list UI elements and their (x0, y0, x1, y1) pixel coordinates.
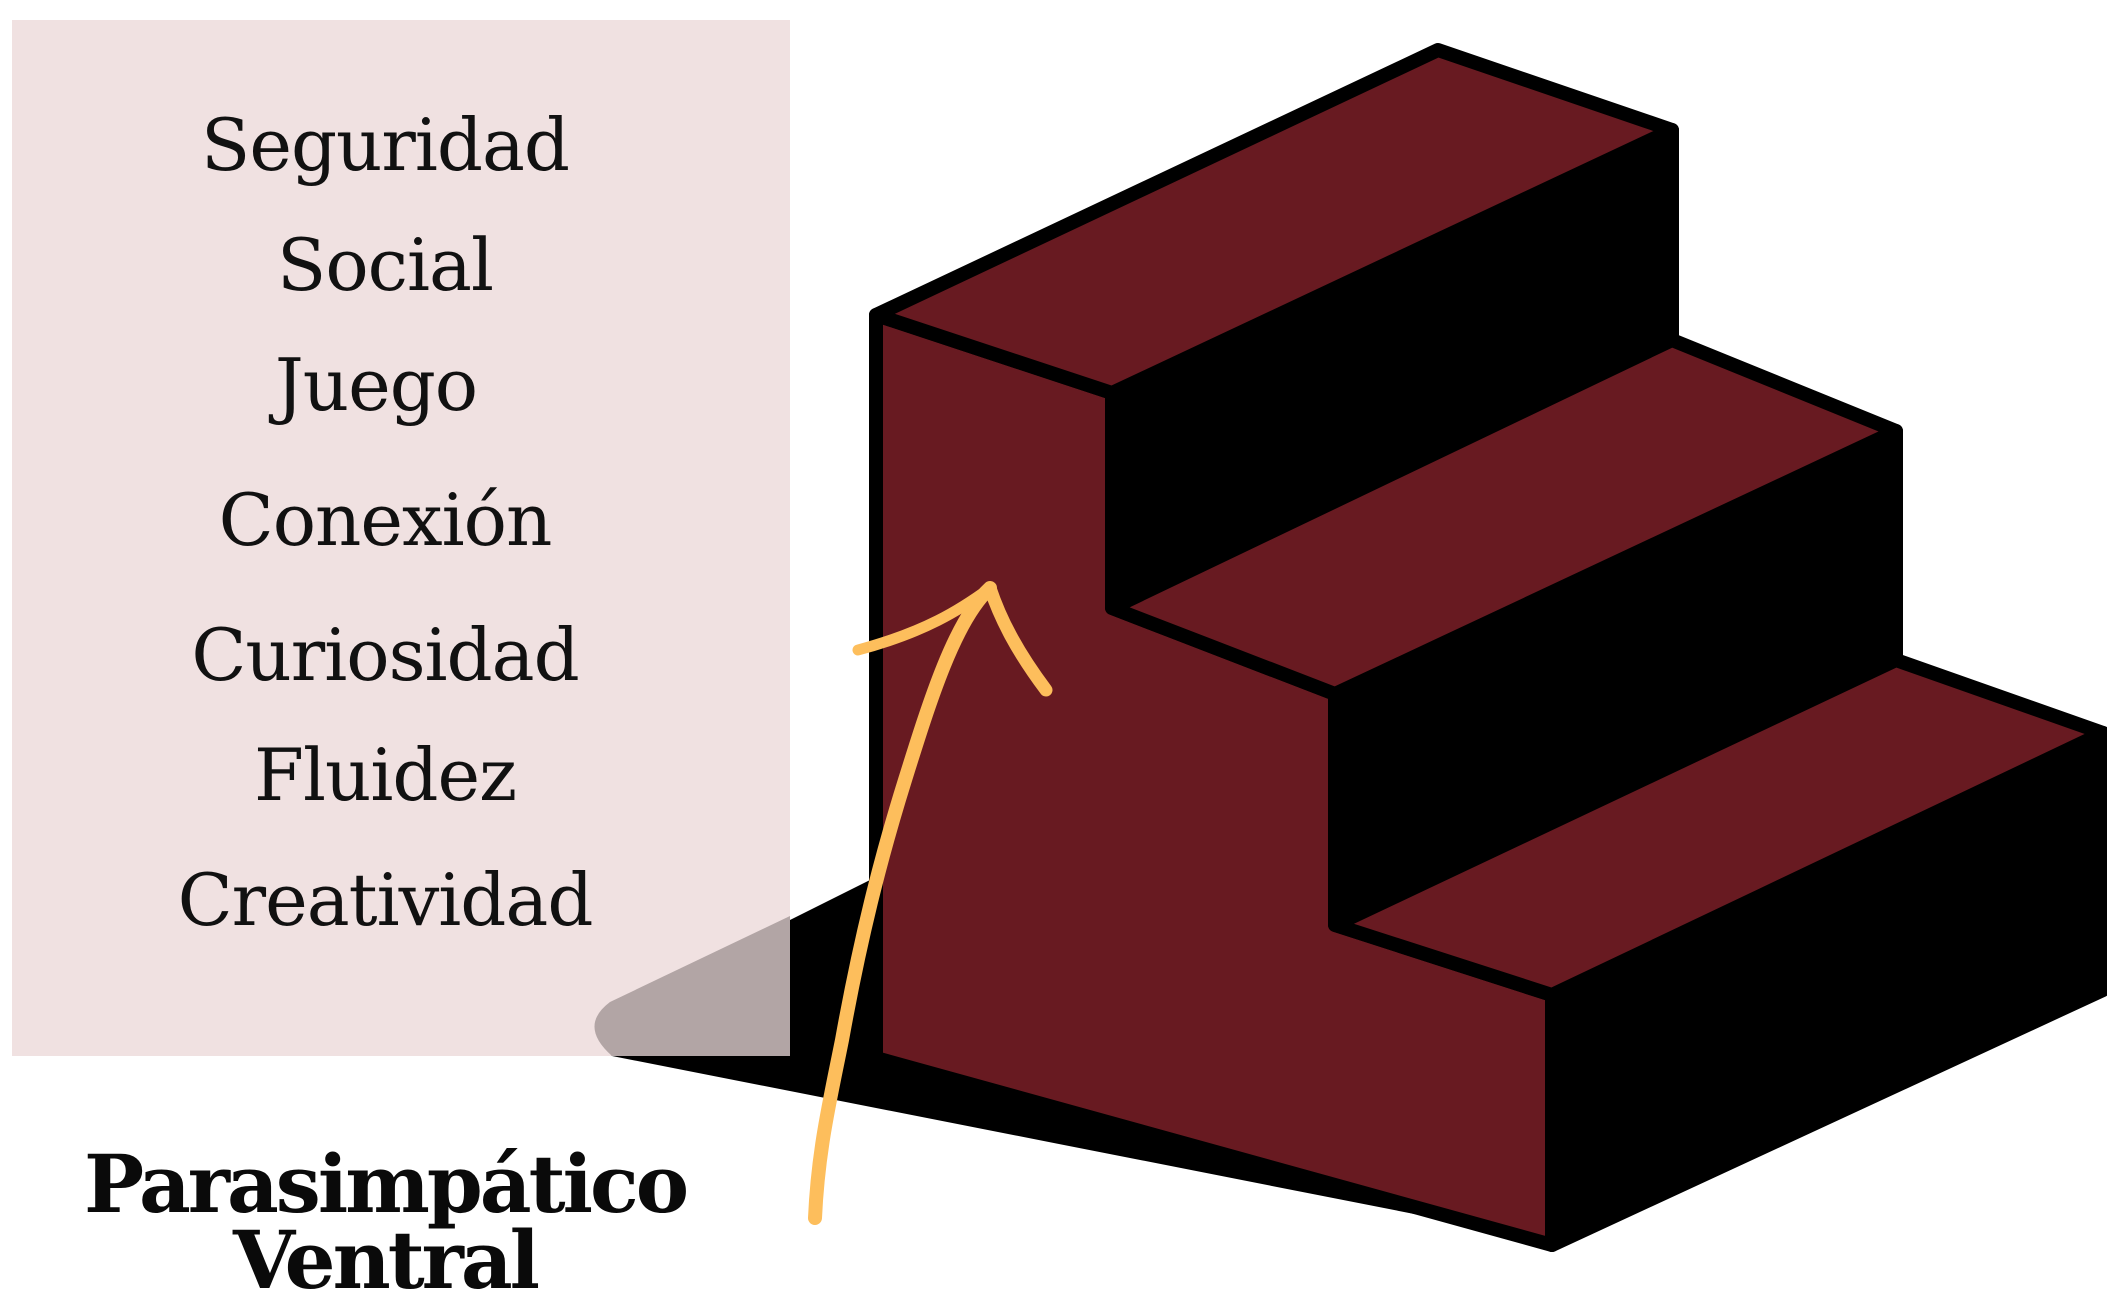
word-item: Juego (268, 343, 477, 427)
stair-tread-middle (1105, 333, 1903, 701)
arrow-head-left (852, 582, 996, 656)
arrow-head-right (983, 581, 1053, 697)
word-item: Conexión (219, 478, 552, 562)
title-line-1: Parasimpático (84, 1137, 687, 1231)
title-line-2: Ventral (232, 1213, 539, 1297)
word-item: Fluidez (254, 733, 516, 817)
word-list: Seguridad Social Juego Conexión Curiosid… (178, 103, 594, 942)
word-item: Curiosidad (191, 613, 578, 697)
word-item: Creatividad (178, 858, 593, 942)
stair-shadow-overlap (594, 916, 790, 1056)
word-item: Social (277, 223, 493, 307)
word-item: Seguridad (201, 103, 569, 187)
stair-tread-bottom (1328, 653, 2107, 1002)
diagram-title: Parasimpático Ventral (84, 1137, 690, 1297)
upward-arrow-icon (808, 581, 1053, 1225)
stair-tread-top (869, 43, 1679, 400)
arrow-shaft (808, 581, 997, 1225)
word-panel (12, 20, 790, 1056)
staircase (869, 43, 2107, 1252)
